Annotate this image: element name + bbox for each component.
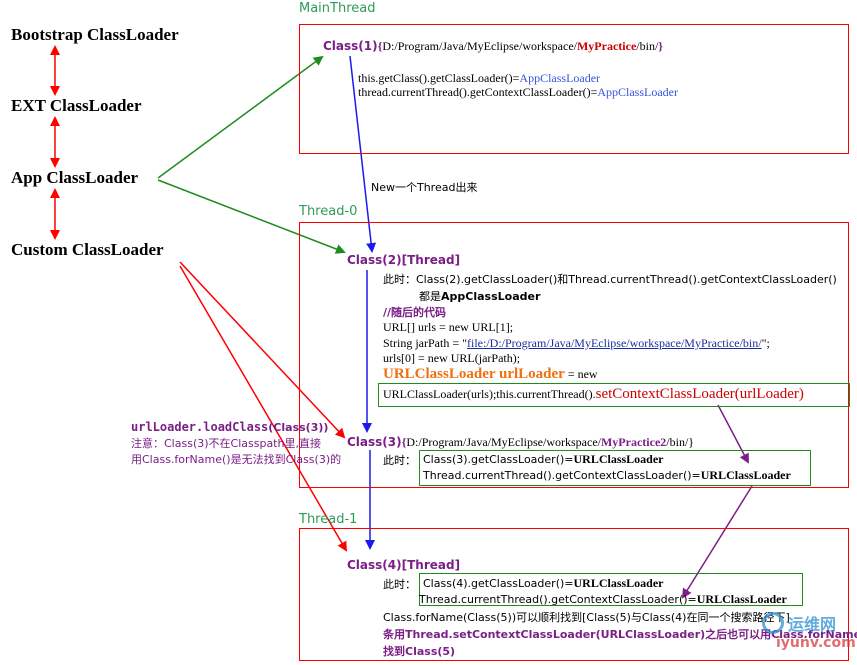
watermark-cn: 运维网: [788, 615, 837, 634]
class3-project: MyPractice2: [600, 435, 667, 449]
thread0-label: Thread-0: [299, 204, 358, 219]
loadclass-method: urlLoader.loadClass: [131, 420, 269, 434]
class3-note-line1-code: Class(3).getClassLoader()=: [423, 453, 574, 466]
arrow-class3-class4-context: [681, 485, 753, 599]
class2-note-line2-value: AppClassLoader: [441, 290, 541, 303]
class4-line1-value: URLClassLoader: [573, 576, 664, 590]
class4-highlight-box: [419, 573, 803, 606]
arrow-custom-class4: [179, 265, 348, 552]
class4-line1: Class(4).getClassLoader()=URLClassLoader: [423, 576, 664, 591]
class3-note-line1-value: URLClassLoader: [573, 452, 664, 466]
main-line1: this.getClass().getClassLoader()=AppClas…: [358, 71, 600, 86]
custom-classloader-label: Custom ClassLoader: [11, 240, 164, 259]
mainthread-label: MainThread: [299, 1, 376, 16]
setcontext-note: 条用Thread.setContextClassLoader(URLClassL…: [383, 628, 857, 641]
class4-label: Class(4)[Thread]: [347, 558, 461, 572]
class1-path: D:/Program/Java/MyEclipse/workspace/: [382, 39, 577, 53]
code-line3: urls[0] = new URL(jarPath);: [383, 351, 521, 365]
code-line4-rest: = new: [564, 367, 598, 381]
main-line1-code: this.getClass().getClassLoader()=: [358, 71, 520, 85]
mainthread-box: [299, 24, 849, 154]
class3-path: D:/Program/Java/MyEclipse/workspace/: [406, 435, 601, 449]
class2-label: Class(2)[Thread]: [347, 253, 461, 267]
code-line2-pre: String jarPath = ": [383, 336, 467, 350]
code-line5-pre: URLClassLoader(urls);this.currentThread(…: [383, 387, 596, 401]
class3-note-line1: Class(3).getClassLoader()=URLClassLoader: [423, 452, 664, 467]
loadclass-arg: (Class(3)): [268, 421, 329, 434]
class4-line1-code: Class(4).getClassLoader()=: [423, 577, 574, 590]
class1-path-suffix: /bin/: [636, 39, 659, 53]
class3-note-line2-code: Thread.currentThread().getContextClassLo…: [423, 469, 701, 482]
bootstrap-classloader-label: Bootstrap ClassLoader: [11, 25, 179, 44]
arrow-app-class2: [157, 179, 346, 254]
app-classloader-label: App ClassLoader: [11, 168, 139, 187]
class4-line2-value: URLClassLoader: [696, 592, 787, 606]
class3-note-line2-value: URLClassLoader: [700, 468, 791, 482]
watermark-url: iyunv.com: [776, 635, 856, 651]
thread0-box: [299, 222, 849, 488]
class3-label: Class(3): [347, 435, 402, 449]
code-line2-post: ";: [761, 336, 770, 350]
class2-note: 此时：Class(2).getClassLoader()和Thread.curr…: [383, 271, 837, 287]
class5-forname-note: Class.forName(Class(5))可以顺利找到[Class(5)与C…: [383, 611, 790, 624]
class2-note-prefix: 此时：: [383, 273, 416, 286]
watermark: 运维网 iyunv.com: [762, 611, 856, 651]
class4-note-prefix: 此时：: [383, 578, 416, 591]
classpath-note-line1: 注意：Class(3)不在Classpath里,直接: [131, 437, 321, 450]
ext-classloader-label: EXT ClassLoader: [11, 96, 142, 115]
main-line2: thread.currentThread().getContextClassLo…: [358, 85, 678, 100]
class3-highlight-box: [419, 450, 811, 486]
main-line2-code: thread.currentThread().getContextClassLo…: [358, 85, 598, 99]
class1-project: MyPractice: [576, 39, 637, 53]
thread1-box: [299, 528, 849, 661]
class3-brace-open: {: [401, 435, 407, 449]
class1-brace-close: }: [658, 39, 664, 53]
class3-heading: Class(3){D:/Program/Java/MyEclipse/works…: [347, 433, 694, 451]
setcontext-call: setContextClassLoader(urlLoader): [595, 386, 804, 402]
new-thread-note: New一个Thread出来: [371, 181, 478, 194]
class2-note-line2-pre: 都是: [419, 290, 441, 303]
main-line2-value: AppClassLoader: [597, 85, 678, 99]
arrow-app-class1: [157, 55, 324, 179]
arrow-custom-class3: [179, 261, 346, 439]
code-line1: URL[] urls = new URL[1];: [383, 320, 514, 334]
jarpath-link[interactable]: file:/D:/Program/Java/MyEclipse/workspac…: [467, 336, 762, 350]
class3-brace-close: }: [688, 435, 695, 449]
class1-heading: Class(1){D:/Program/Java/MyEclipse/works…: [323, 37, 663, 55]
class3-note-prefix: 此时：: [383, 454, 416, 467]
setcontext-highlight-box: [378, 383, 850, 407]
class2-note-text: Class(2).getClassLoader()和Thread.current…: [416, 273, 837, 286]
class4-line2-code: Thread.currentThread().getContextClassLo…: [419, 593, 697, 606]
urlloader-declaration: URLClassLoader urlLoader: [383, 366, 565, 382]
watermark-logo-icon: [762, 612, 784, 634]
find-class5-note: 找到Class(5): [383, 645, 456, 658]
class1-brace-open: {: [377, 39, 383, 53]
code-line5: URLClassLoader(urls);this.currentThread(…: [383, 386, 804, 403]
class4-line2: Thread.currentThread().getContextClassLo…: [419, 592, 787, 607]
class3-path-suffix: /bin/: [666, 435, 689, 449]
code-line4: URLClassLoader urlLoader = new: [383, 366, 598, 383]
loadclass-call: urlLoader.loadClass(Class(3)): [131, 418, 328, 436]
class3-note-line2: Thread.currentThread().getContextClassLo…: [423, 468, 791, 483]
arrow-setcontext-class3: [717, 404, 749, 464]
thread1-label: Thread-1: [299, 512, 358, 527]
class2-note-line2: 都是AppClassLoader: [419, 288, 540, 304]
class1-label: Class(1): [323, 39, 378, 53]
code-line2: String jarPath = "file:/D:/Program/Java/…: [383, 336, 770, 351]
classpath-note-line2: 用Class.forName()是无法找到Class(3)的: [131, 453, 342, 466]
code-comment: //随后的代码: [383, 306, 447, 319]
main-line1-value: AppClassLoader: [519, 71, 601, 85]
